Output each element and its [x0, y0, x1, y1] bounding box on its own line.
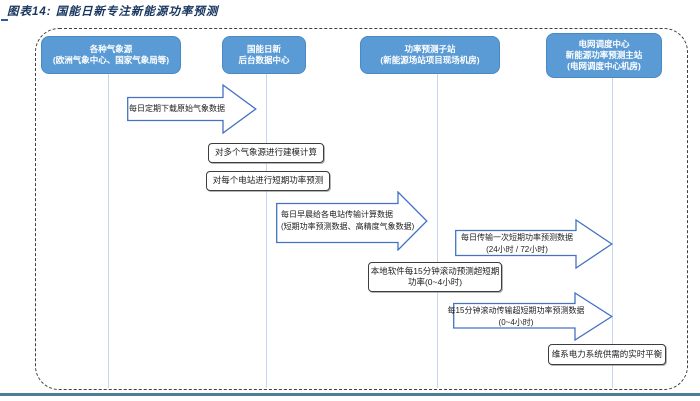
- block-arrow-right-icon: [455, 219, 613, 269]
- flow-arrow-morning-transmit-data: 每日早晨给各电站传输计算数据 (短期功率预测数据、高精度气象数据): [276, 191, 428, 251]
- lane-header-line: 电网调度中心: [578, 38, 630, 49]
- flow-arrow-label: 每日传输一次短期功率预测数据: [461, 233, 573, 243]
- process-box-modeling-calculation: 对多个气象源进行建模计算: [208, 143, 324, 163]
- lane-guide-backend-center: [266, 74, 267, 388]
- lane-header-line: 国能日新: [246, 43, 281, 54]
- figure-title: 图表14: 国能日新专注新能源功率预测: [7, 6, 219, 18]
- block-arrow-right-icon: [453, 292, 613, 341]
- process-box-local-rolling-forecast: 本地软件每15分钟滚动预测超短期 功率(0~4小时): [368, 262, 502, 292]
- process-box-label: 本地软件每15分钟滚动预测超短期: [370, 265, 500, 276]
- lane-header-line: (新能源场站项目现场机房): [380, 55, 480, 65]
- flow-arrow-daily-short-term-forecast: 每日传输一次短期功率预测数据 (24小时 / 72小时): [455, 219, 613, 269]
- lane-header-line: 各种气象源: [89, 43, 133, 54]
- flow-arrow-download-weather-data: 每日定期下载原始气象数据: [127, 84, 257, 134]
- lane-guide-weather-sources: [108, 74, 109, 388]
- lane-guide-substation: [437, 74, 438, 388]
- flow-arrow-label: 每15分钟滚动传输超短期功率预测数据: [447, 305, 585, 315]
- process-box-label: 对每个电站进行短期功率预测: [212, 175, 324, 186]
- process-box-label: 功率(0~4小时): [407, 277, 463, 287]
- flow-arrow-rolling-ultra-short-term-forecast: 每15分钟滚动传输超短期功率预测数据 (0~4小时): [448, 292, 613, 341]
- lane-header-line: 功率预测子站: [404, 43, 456, 54]
- lane-header-weather-sources: 各种气象源 (欧洲气象中心、国家气象局等): [41, 36, 181, 74]
- block-arrow-right-icon: [276, 191, 428, 251]
- lane-header-backend-center: 国能日新 后台数据中心: [222, 36, 306, 74]
- lane-header-line: 后台数据中心: [238, 55, 290, 65]
- flow-arrow-label: 每日早晨给各电站传输计算数据: [281, 210, 393, 220]
- process-box-label: 维系电力系统供需的实时平衡: [551, 348, 663, 359]
- bottom-divider-bar: [0, 393, 700, 396]
- title-underline-mark: [1, 19, 8, 21]
- flow-arrow-label: (短期功率预测数据、高精度气象数据): [281, 222, 415, 231]
- block-arrow-right-icon: [127, 84, 257, 134]
- lane-header-line: (电网调度中心机房): [567, 61, 641, 72]
- process-box-short-term-forecast-per-station: 对每个电站进行短期功率预测: [206, 171, 330, 191]
- flow-arrow-label: (0~4小时): [498, 317, 534, 327]
- diagram-dashed-frame: [35, 28, 688, 390]
- lane-header-substation: 功率预测子站 (新能源场站项目现场机房): [360, 36, 500, 74]
- process-box-maintain-supply-demand-balance: 维系电力系统供需的实时平衡: [548, 344, 666, 365]
- lane-header-line: (欧洲气象中心、国家气象局等): [52, 55, 170, 65]
- lane-header-grid-dispatch: 电网调度中心 新能源功率预测主站 (电网调度中心机房): [546, 33, 662, 78]
- lane-header-line: 新能源功率预测主站: [565, 49, 643, 60]
- process-box-label: 对多个气象源进行建模计算: [214, 147, 317, 158]
- flow-arrow-label: 每日定期下载原始气象数据: [129, 104, 225, 114]
- flow-arrow-label: (24小时 / 72小时): [486, 245, 548, 254]
- lane-guide-grid-dispatch: [612, 74, 613, 388]
